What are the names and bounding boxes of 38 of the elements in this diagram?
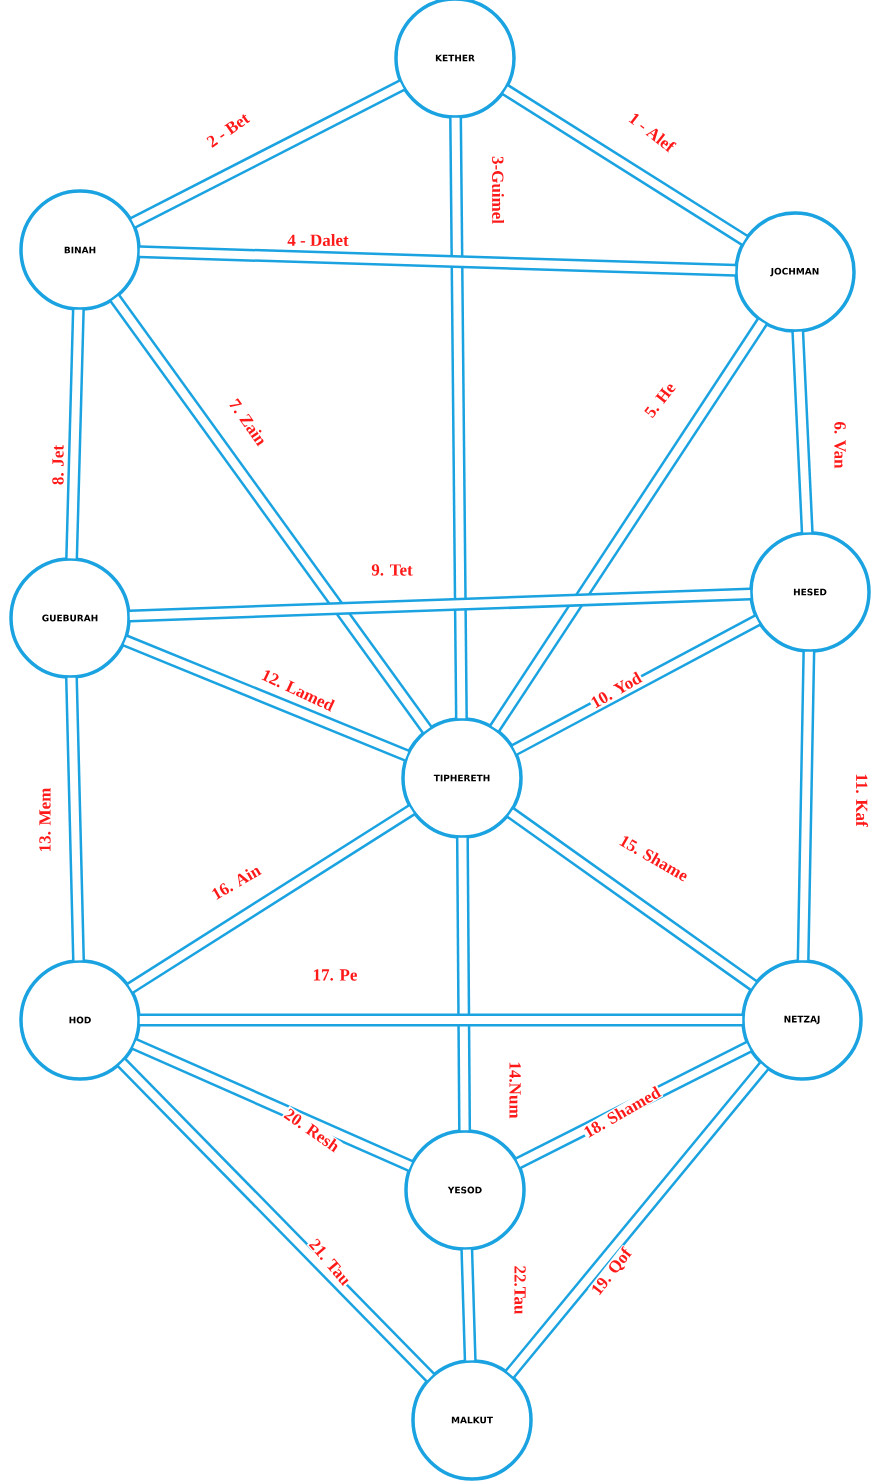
edge-label: 19. Qof [588,1244,636,1300]
path-line [460,1249,477,1361]
edge-label: 4 - Dalet [286,233,350,247]
edge-label: 2 - Bet [204,110,252,150]
path-line [505,1061,769,1379]
path-line [506,807,758,991]
edge-label: 21. Tau [306,1235,354,1289]
path-line [139,245,736,277]
edge-label: 10. Yod [587,669,645,711]
edge-label: 6. Van [833,420,847,470]
path-line [65,309,85,559]
path-line [129,587,751,623]
path-line [139,1013,743,1027]
path-line [791,331,814,533]
path-line [796,651,816,961]
path-line [449,117,468,719]
edge-label: 17. Pe [311,968,359,982]
edge-label: 3-Guimel [491,155,505,225]
edge-label: 22.Tau [513,1264,527,1316]
path-line [122,634,410,762]
edge-label: 5. He [642,379,678,421]
path-line [502,84,748,246]
edge-label: 14.Num [508,1060,522,1120]
edge-label: 11. Kaf [854,772,870,828]
edge-label: 16. Ain [208,862,264,902]
edge-label: 9. Tet [370,563,414,577]
path-line [109,294,433,734]
path-line [65,677,85,961]
path-line [455,837,472,1131]
path-line [489,318,768,732]
path-line [127,804,415,994]
path-line [130,79,405,229]
edge-label: 13. Mem [38,786,52,854]
edge-label: 8. Jet [51,443,65,487]
path-line [132,1038,413,1172]
edge-label: 1 - Alef [626,109,678,155]
path-line [511,614,761,756]
path-line [117,1058,435,1382]
